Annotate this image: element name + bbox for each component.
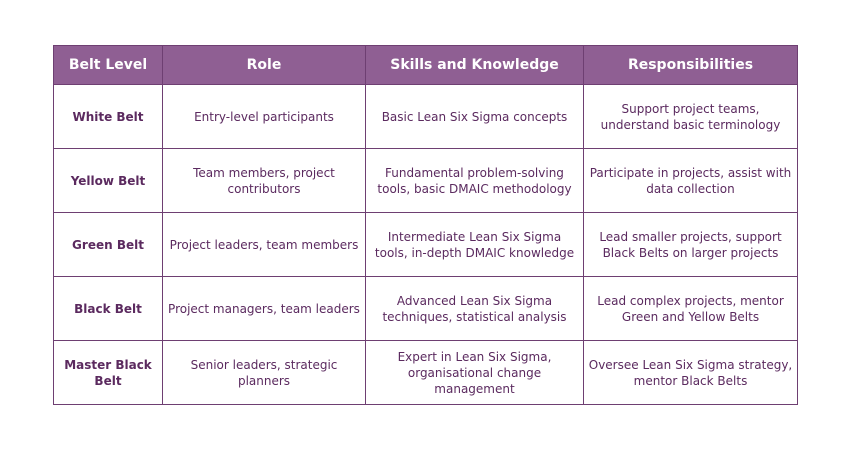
cell-skills: Basic Lean Six Sigma concepts [365,84,584,149]
header-responsibilities: Responsibilities [583,45,798,85]
cell-belt-level: White Belt [53,84,163,149]
cell-skills: Expert in Lean Six Sigma, organisational… [365,340,584,405]
table-header-row: Belt Level Role Skills and Knowledge Res… [53,45,798,85]
cell-responsibilities: Oversee Lean Six Sigma strategy, mentor … [583,340,798,405]
cell-responsibilities: Lead smaller projects, support Black Bel… [583,212,798,277]
cell-skills: Intermediate Lean Six Sigma tools, in-de… [365,212,584,277]
table-row: Yellow Belt Team members, project contri… [53,148,798,213]
table-row: White Belt Entry-level participants Basi… [53,84,798,149]
cell-responsibilities: Lead complex projects, mentor Green and … [583,276,798,341]
table-row: Master Black Belt Senior leaders, strate… [53,340,798,405]
cell-belt-level: Green Belt [53,212,163,277]
header-role: Role [162,45,366,85]
belt-levels-table: Belt Level Role Skills and Knowledge Res… [53,45,798,405]
cell-role: Senior leaders, strategic planners [162,340,366,405]
header-skills-and-knowledge: Skills and Knowledge [365,45,584,85]
cell-belt-level: Black Belt [53,276,163,341]
cell-role: Team members, project contributors [162,148,366,213]
header-belt-level: Belt Level [53,45,163,85]
cell-responsibilities: Support project teams, understand basic … [583,84,798,149]
cell-belt-level: Master Black Belt [53,340,163,405]
cell-skills: Fundamental problem-solving tools, basic… [365,148,584,213]
belt-levels-table-container: Belt Level Role Skills and Knowledge Res… [53,45,798,405]
table-row: Green Belt Project leaders, team members… [53,212,798,277]
cell-belt-level: Yellow Belt [53,148,163,213]
cell-skills: Advanced Lean Six Sigma techniques, stat… [365,276,584,341]
cell-role: Entry-level participants [162,84,366,149]
table-row: Black Belt Project managers, team leader… [53,276,798,341]
cell-role: Project leaders, team members [162,212,366,277]
cell-responsibilities: Participate in projects, assist with dat… [583,148,798,213]
cell-role: Project managers, team leaders [162,276,366,341]
